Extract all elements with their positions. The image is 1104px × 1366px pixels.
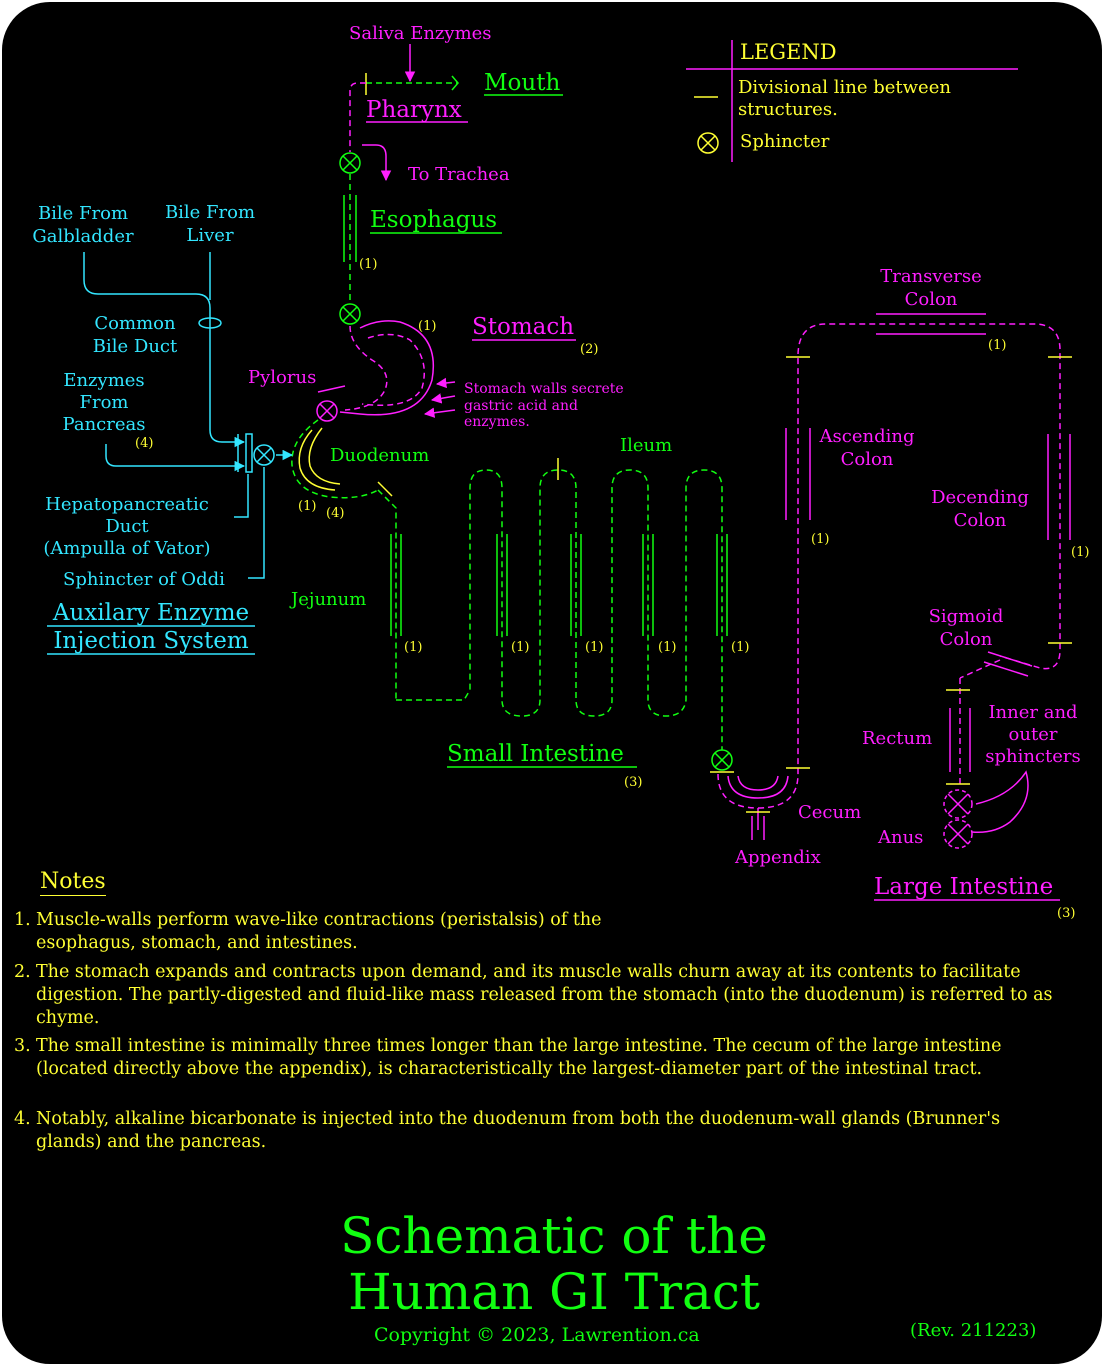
- ref-small-intestine: (3): [624, 775, 642, 790]
- ref-loop-5: (1): [731, 640, 749, 655]
- appendix-label: Appendix: [734, 847, 821, 868]
- title-line-1: Schematic of the: [340, 1207, 768, 1265]
- to-trachea-label: To Trachea: [408, 164, 510, 185]
- enzymes-label-2: From: [80, 392, 129, 413]
- sphincters-label-2: outer: [1009, 724, 1058, 745]
- ileocecal-sphincter-icon: [710, 749, 734, 773]
- page-title: Schematic of the Human GI Tract: [2, 1208, 1102, 1320]
- notes-heading: Notes: [40, 869, 106, 896]
- duodenum-shape: [291, 419, 397, 700]
- bile-liver-label-2: Liver: [186, 225, 234, 246]
- common-bile-label-1: Common: [94, 313, 176, 334]
- note-item: 2. The stomach expands and contracts upo…: [14, 961, 1054, 1030]
- small-intestine-walls: [390, 458, 728, 636]
- ref-transverse: (1): [988, 338, 1006, 353]
- sphincter-icon: [697, 132, 719, 154]
- sigmoid-label-1: Sigmoid: [929, 606, 1004, 627]
- large-intestine-shape: [717, 313, 1071, 849]
- note-item: 1. Muscle-walls perform wave-like contra…: [14, 909, 654, 955]
- ref-decending: (1): [1071, 545, 1089, 560]
- ref-duodenum-4: (4): [326, 506, 344, 521]
- hepato-label-3: (Ampulla of Vator): [43, 538, 210, 559]
- ref-pancreas: (4): [135, 436, 153, 451]
- copyright: Copyright © 2023, Lawrention.ca: [374, 1324, 700, 1346]
- note-number: 3.: [14, 1036, 31, 1056]
- auxiliary-ducts: [83, 252, 294, 579]
- note-item: 3. The small intestine is minimally thre…: [14, 1035, 1054, 1081]
- hepato-label-2: Duct: [105, 516, 149, 537]
- stomach-shape: [316, 320, 456, 422]
- revision: (Rev. 211223): [910, 1320, 1037, 1341]
- ref-stomach-2: (2): [580, 342, 598, 357]
- ref-loop-4: (1): [658, 640, 676, 655]
- saliva-label: Saliva Enzymes: [349, 23, 492, 44]
- note-text: The stomach expands and contracts upon d…: [36, 962, 1053, 1028]
- jejunum-label: Jejunum: [289, 589, 366, 610]
- cecum-label: Cecum: [798, 802, 861, 823]
- transverse-label-1: Transverse: [880, 266, 982, 287]
- pylorus-label: Pylorus: [248, 367, 316, 388]
- esophagus-label: Esophagus: [370, 207, 497, 233]
- ref-ascending: (1): [811, 532, 829, 547]
- decending-label-2: Colon: [954, 510, 1007, 531]
- oddi-label: Sphincter of Oddi: [63, 569, 225, 590]
- aux-title-1: Auxilary Enzyme: [52, 600, 249, 626]
- enzymes-label-1: Enzymes: [63, 370, 144, 391]
- ref-loop-3: (1): [585, 640, 603, 655]
- note-number: 2.: [14, 962, 31, 982]
- stomach-note-3: enzymes.: [464, 414, 530, 430]
- ref-esophagus: (1): [359, 257, 377, 272]
- small-intestine-shape: [396, 469, 723, 750]
- diagram-labels: Saliva Enzymes Mouth Pharynx To Trachea …: [32, 23, 1081, 901]
- note-item: 4. Notably, alkaline bicarbonate is inje…: [14, 1108, 1054, 1154]
- legend-item-divisional: Divisional line between: [738, 77, 951, 98]
- legend-title: LEGEND: [740, 40, 837, 64]
- ascending-label-2: Colon: [841, 449, 894, 470]
- rectum-label: Rectum: [862, 728, 932, 749]
- note-references: (1) (1) (2) (4) (1) (4) (1) (1) (1) (1) …: [135, 257, 1089, 921]
- note-text: Muscle-walls perform wave-like contracti…: [36, 910, 602, 953]
- ref-duodenum-1: (1): [298, 499, 316, 514]
- sigmoid-label-2: Colon: [940, 629, 993, 650]
- hepato-label-1: Hepatopancreatic: [45, 494, 209, 515]
- bile-galbladder-label-1: Bile From: [38, 203, 128, 224]
- ref-large-intestine: (3): [1057, 906, 1075, 921]
- stomach-note-1: Stomach walls secrete: [464, 381, 624, 397]
- title-line-2: Human GI Tract: [348, 1263, 760, 1321]
- stomach-label: Stomach: [472, 314, 574, 340]
- bile-galbladder-label-2: Galbladder: [32, 226, 134, 247]
- note-text: The small intestine is minimally three t…: [36, 1036, 1002, 1079]
- mouth-label: Mouth: [484, 70, 560, 96]
- aux-title-2: Injection System: [53, 628, 248, 654]
- common-bile-label-2: Bile Duct: [93, 336, 178, 357]
- legend: LEGEND Divisional line between structure…: [686, 40, 1018, 162]
- large-intestine-dividers: [746, 356, 1072, 813]
- ascending-label-1: Ascending: [819, 426, 915, 447]
- anus-label: Anus: [877, 827, 923, 848]
- enzymes-label-3: Pancreas: [63, 414, 146, 435]
- ileum-label: Ileum: [620, 435, 672, 456]
- legend-item-divisional-cont: structures.: [738, 99, 838, 120]
- stomach-note-2: gastric acid and: [464, 398, 578, 414]
- transverse-label-2: Colon: [905, 289, 958, 310]
- note-number: 1.: [14, 910, 31, 930]
- legend-item-sphincter: Sphincter: [740, 131, 830, 152]
- note-number: 4.: [14, 1109, 31, 1129]
- ref-jejunum-1: (1): [404, 640, 422, 655]
- duodenum-label: Duodenum: [330, 445, 429, 466]
- small-intestine-label: Small Intestine: [447, 741, 624, 767]
- ref-stomach-1: (1): [418, 319, 436, 334]
- bile-liver-label-1: Bile From: [165, 202, 255, 223]
- pharynx-label: Pharynx: [366, 97, 462, 123]
- sphincters-label-3: sphincters: [985, 746, 1081, 767]
- large-intestine-label: Large Intestine: [874, 874, 1053, 900]
- sphincters-label-1: Inner and: [988, 702, 1077, 723]
- decending-label-1: Decending: [931, 487, 1029, 508]
- ref-loop-2: (1): [511, 640, 529, 655]
- upper-tract: [339, 44, 459, 325]
- note-text: Notably, alkaline bicarbonate is injecte…: [36, 1109, 1001, 1152]
